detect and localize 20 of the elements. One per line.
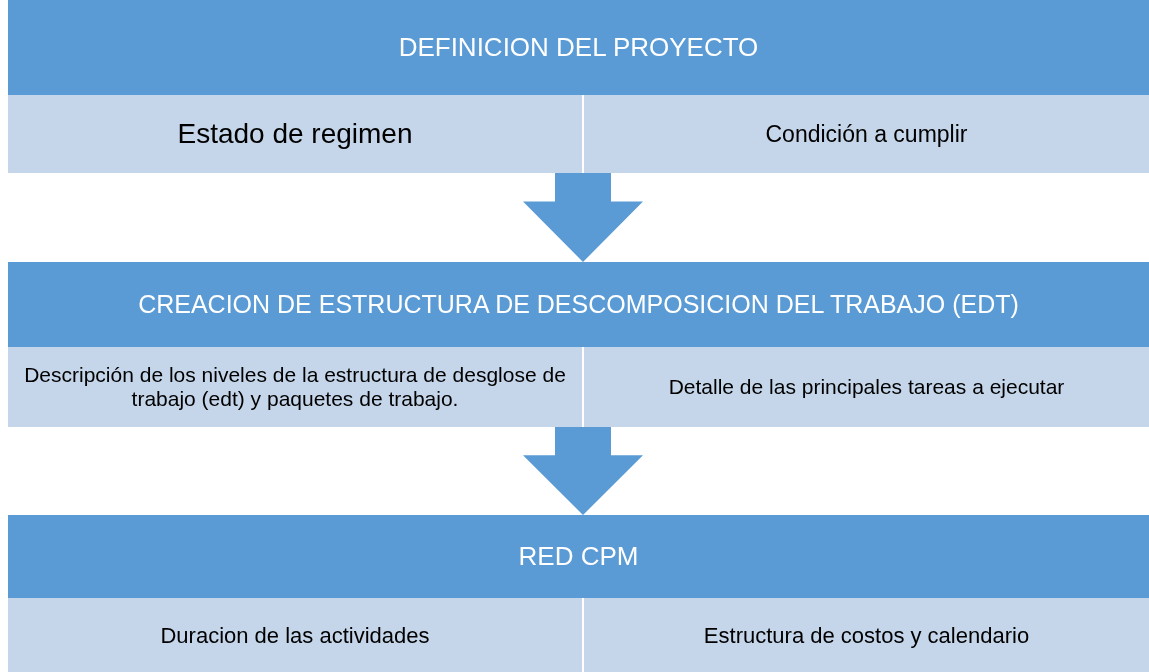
header-band <box>8 0 1149 95</box>
sub-box <box>8 598 582 672</box>
node-label: CREACION DE ESTRUCTURA DE DESCOMPOSICION DEL TRABAJO (EDT) <box>138 288 1019 320</box>
sub-box <box>584 347 1149 427</box>
node-label: Detalle de las principales tareas a ejecutar <box>668 374 1065 401</box>
sub-box <box>584 95 1149 173</box>
sub-box <box>8 95 582 173</box>
block-arrow <box>523 427 643 515</box>
header-band <box>8 262 1149 347</box>
node-label: Estructura de costos y calendario <box>703 621 1030 650</box>
node-label: Descripción de los niveles de la estructura de desglose de trabajo (edt) y paquetes de trabajo. <box>23 363 567 411</box>
sub-box <box>8 347 582 427</box>
sub-box <box>584 598 1149 672</box>
node-label: Condición a cumplir <box>765 119 968 149</box>
header-band <box>8 515 1149 598</box>
node-label: RED CPM <box>518 540 639 573</box>
node-label: DEFINICION DEL PROYECTO <box>398 31 759 64</box>
block-arrow <box>523 173 643 262</box>
node-label: Duracion de las actividades <box>160 621 430 650</box>
node-label: Estado de regimen <box>177 117 413 151</box>
